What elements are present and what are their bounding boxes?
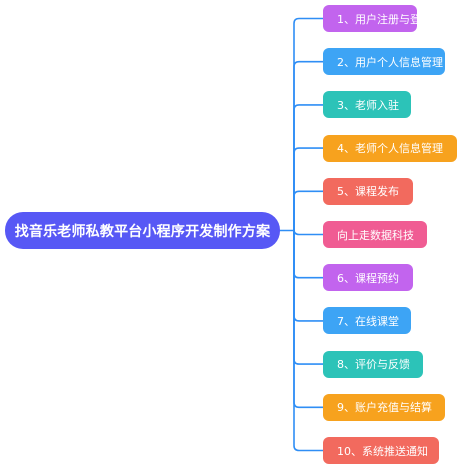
branch-connector-11 [293,229,324,452]
root-node[interactable]: 找音乐老师私教平台小程序开发制作方案 [5,212,280,249]
node-recharge-settlement[interactable]: 9、账户充值与结算 [323,393,445,421]
branch-connector-9 [293,229,324,365]
node-user-registration[interactable]: 1、用户注册与登录 [323,5,432,32]
node-company-brand[interactable]: 向上走数据科技 [323,221,427,248]
branch-connector-2 [293,60,324,232]
branch-connector-10 [293,229,324,409]
branch-connector-6 [293,229,324,236]
node-review-feedback[interactable]: 8、评价与反馈 [323,350,423,378]
branch-connector-3 [293,104,324,232]
node-course-publish[interactable]: 5、课程发布 [323,177,413,205]
branch-connector-1 [293,17,324,232]
branch-connector-4 [293,147,324,232]
branch-connector-8 [293,229,324,322]
node-teacher-profile[interactable]: 4、老师个人信息管理 [323,134,457,162]
node-teacher-onboarding[interactable]: 3、老师入驻 [323,91,411,119]
branch-connector-5 [293,190,324,232]
node-course-booking[interactable]: 6、课程预约 [323,264,413,292]
node-push-notification[interactable]: 10、系统推送通知 [323,437,439,464]
node-online-classroom[interactable]: 7、在线课堂 [323,307,411,335]
node-user-profile[interactable]: 2、用户个人信息管理 [323,48,445,76]
branch-connector-7 [293,229,324,279]
